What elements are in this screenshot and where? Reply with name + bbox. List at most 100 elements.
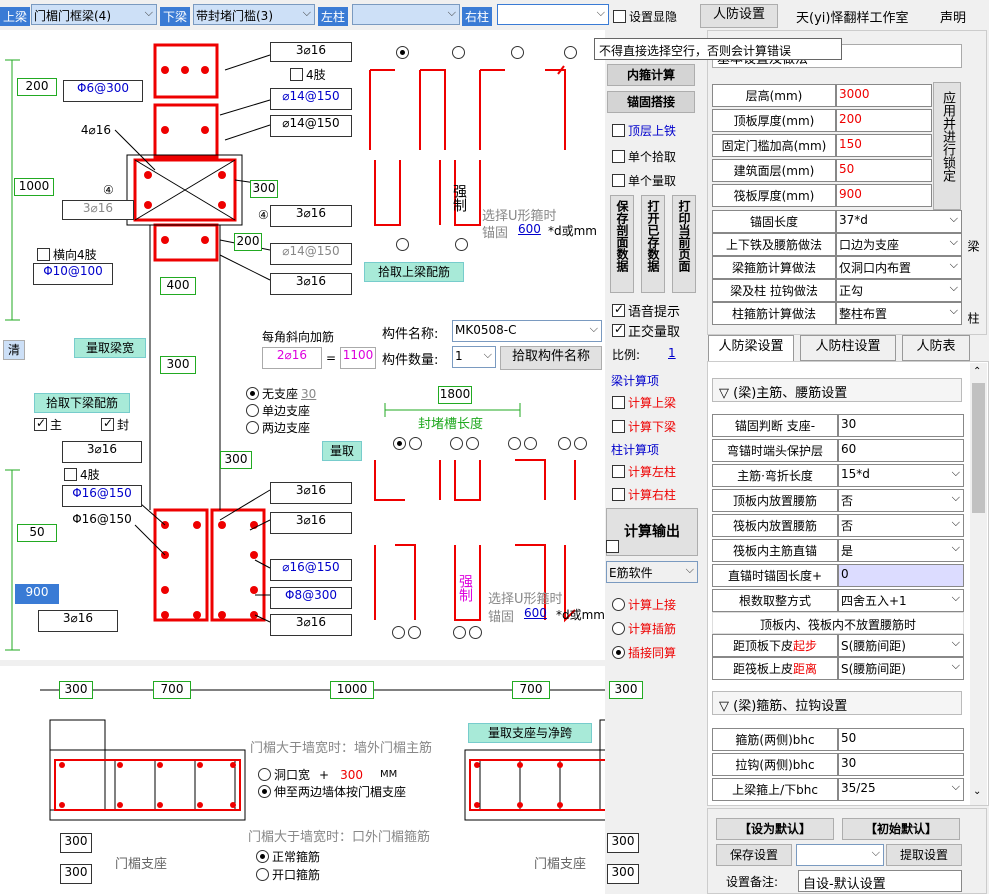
setting-value[interactable]: 30 bbox=[838, 414, 964, 437]
corner-diag-bar-input[interactable]: 2⌀16 bbox=[262, 347, 322, 369]
section-main-waist[interactable]: ▽ (梁)主筋、腰筋设置 bbox=[712, 378, 962, 402]
pick-component-name-button[interactable]: 拾取构件名称 bbox=[500, 346, 602, 370]
print-page-button[interactable]: 打印当前页面 bbox=[672, 195, 696, 293]
component-name-select[interactable]: MK0508-C bbox=[452, 320, 602, 342]
anchor-lap-button[interactable]: 锚固搭接 bbox=[607, 91, 695, 113]
upper-beam-select[interactable]: 门楣门框梁(4) bbox=[31, 4, 157, 25]
stirrup-label[interactable]: Φ16@150 bbox=[72, 512, 132, 526]
bar-label[interactable]: ⌀14@150 bbox=[270, 88, 352, 110]
civil-defense-settings-button[interactable]: 人防设置 bbox=[700, 4, 778, 28]
tab-beam-settings[interactable]: 人防梁设置 bbox=[708, 335, 794, 361]
disclaimer-link[interactable]: 声明 bbox=[940, 11, 967, 26]
setting-value[interactable]: 仅洞口内布置 bbox=[836, 256, 962, 279]
scroll-down-icon[interactable]: ⌄ bbox=[973, 786, 982, 797]
setting-value[interactable]: 正勾 bbox=[836, 279, 962, 302]
setting-value[interactable]: 60 bbox=[838, 439, 964, 462]
save-settings-button[interactable]: 保存设置 bbox=[716, 844, 792, 866]
setting-value[interactable]: 整柱布置 bbox=[836, 302, 962, 325]
bar-label[interactable]: ⌀14@150 bbox=[270, 243, 352, 265]
stirrup-label[interactable]: Φ16@150 bbox=[62, 485, 142, 507]
lower-stirrup-opt6[interactable] bbox=[453, 626, 482, 639]
pick-beam-width-button[interactable]: 量取梁宽 bbox=[74, 338, 146, 358]
setting-value[interactable]: 150 bbox=[836, 134, 932, 157]
four-legs-checkbox[interactable]: 4肢 bbox=[290, 66, 326, 83]
opt-same-radio[interactable]: 插接同算 bbox=[612, 644, 676, 661]
pick-lower-beam-rebar-button[interactable]: 拾取下梁配筋 bbox=[34, 393, 130, 413]
lower-beam-select[interactable]: 带封堵门槛(3) bbox=[193, 4, 315, 25]
apply-lock-button[interactable]: 应用并进行锁定 bbox=[933, 82, 961, 210]
upper-stirrup-opt2[interactable] bbox=[452, 46, 465, 59]
support-single-radio[interactable]: 单边支座 bbox=[246, 402, 310, 419]
anchor-value-lower[interactable]: 600 bbox=[524, 606, 547, 620]
scroll-up-icon[interactable]: ⌃ bbox=[973, 366, 982, 377]
upper-stirrup-opt6[interactable] bbox=[455, 238, 468, 251]
tab-col-settings[interactable]: 人防柱设置 bbox=[800, 335, 896, 361]
opt-calc-upper-radio[interactable]: 计算上接 bbox=[612, 596, 676, 613]
stirrup-label[interactable]: Φ6@300 bbox=[63, 80, 143, 102]
bar-label[interactable]: ⌀16@150 bbox=[270, 559, 352, 581]
section-stirrup-hook[interactable]: ▽ (梁)箍筋、拉钩设置 bbox=[712, 691, 962, 715]
upper-stirrup-opt5[interactable] bbox=[396, 238, 409, 251]
main-checkbox[interactable]: 主 bbox=[34, 416, 62, 433]
remark-input[interactable]: 自设-默认设置 bbox=[798, 870, 962, 892]
ortho-checkbox[interactable]: 正交量取 bbox=[612, 321, 680, 340]
lower-stirrup-opt4[interactable] bbox=[558, 437, 587, 450]
settings-select[interactable] bbox=[796, 844, 884, 866]
support-both-radio[interactable]: 两边支座 bbox=[246, 419, 310, 436]
setting-value[interactable]: 否 bbox=[838, 514, 964, 537]
component-count-select[interactable]: 1 bbox=[452, 346, 496, 368]
init-default-button[interactable]: 【初始默认】 bbox=[842, 818, 960, 840]
inner-stirrup-calc-button[interactable]: 内箍计算 bbox=[607, 64, 695, 86]
setting-value[interactable]: 37*d bbox=[836, 210, 962, 233]
upper-stirrup-opt1[interactable] bbox=[396, 46, 409, 59]
setting-value[interactable]: 50 bbox=[836, 159, 932, 182]
setting-value[interactable]: 50 bbox=[838, 728, 964, 751]
setting-value[interactable]: 35/25 bbox=[838, 778, 964, 801]
bar-label[interactable]: 3⌀16 bbox=[270, 614, 352, 636]
single-pick-checkbox[interactable]: 单个拾取 bbox=[612, 148, 676, 165]
plan-opt-extend[interactable]: 伸至两边墙体按门楣支座 bbox=[258, 783, 406, 800]
plan-opt-normal[interactable]: 正常箍筋 bbox=[256, 848, 320, 865]
bar-label[interactable]: 3⌀16 bbox=[270, 205, 352, 227]
plan-opt-open[interactable]: 开口箍筋 bbox=[256, 866, 320, 883]
anchor-value[interactable]: 600 bbox=[518, 222, 541, 236]
setting-value[interactable]: 是 bbox=[838, 539, 964, 562]
setting-value[interactable]: 30 bbox=[838, 753, 964, 776]
open-saved-button[interactable]: 打开已存数据 bbox=[641, 195, 665, 293]
corner-diag-len-input[interactable]: 1100 bbox=[340, 347, 376, 369]
measure-button[interactable]: 量取 bbox=[322, 441, 362, 461]
scale-value[interactable]: 1 bbox=[668, 346, 676, 360]
save-section-button[interactable]: 保存剖面数据 bbox=[610, 195, 634, 293]
horizontal-4legs-checkbox[interactable]: 横向4肢 bbox=[37, 246, 97, 263]
setting-value[interactable]: 口边为支座 bbox=[836, 233, 962, 256]
right-col-select[interactable] bbox=[497, 4, 609, 25]
clear-button[interactable]: 清 bbox=[3, 340, 25, 360]
upper-stirrup-opt3[interactable] bbox=[511, 46, 524, 59]
calc-output-button[interactable]: 计算输出 bbox=[606, 508, 698, 556]
scrollbar-thumb[interactable] bbox=[972, 383, 985, 513]
setting-value[interactable]: 900 bbox=[836, 184, 932, 207]
left-col-select[interactable] bbox=[352, 4, 460, 25]
bar-label[interactable]: Φ8@300 bbox=[270, 587, 352, 609]
calc-lower-checkbox[interactable]: 计算下梁 bbox=[612, 418, 676, 435]
measure-support-span-button[interactable]: 量取支座与净跨 bbox=[468, 723, 592, 743]
software-select[interactable]: E筋软件 bbox=[606, 561, 698, 583]
seal-checkbox[interactable]: 封 bbox=[101, 416, 129, 433]
dim-900-input[interactable]: 900 bbox=[15, 584, 59, 604]
top-iron-checkbox[interactable]: 顶层上铁 bbox=[612, 122, 676, 139]
setting-value[interactable]: 200 bbox=[836, 109, 932, 132]
studio-link[interactable]: 天(yi)怿翻样工作室 bbox=[796, 11, 909, 26]
load-settings-button[interactable]: 提取设置 bbox=[886, 844, 962, 866]
upper-stirrup-opt4[interactable] bbox=[564, 46, 577, 59]
stirrup-label[interactable]: Φ10@100 bbox=[33, 263, 113, 285]
lower-stirrup-opt5[interactable] bbox=[392, 626, 421, 639]
setting-value[interactable]: 0 bbox=[838, 564, 964, 587]
calc-right-checkbox[interactable]: 计算右柱 bbox=[612, 486, 676, 503]
pick-upper-beam-rebar-button[interactable]: 拾取上梁配筋 bbox=[364, 262, 464, 282]
four-legs-checkbox-lower[interactable]: 4肢 bbox=[64, 466, 100, 483]
voice-checkbox[interactable]: 语音提示 bbox=[612, 301, 680, 320]
opt-calc-insert-radio[interactable]: 计算插筋 bbox=[612, 620, 676, 637]
bar-label[interactable]: 3⌀16 bbox=[270, 512, 352, 534]
